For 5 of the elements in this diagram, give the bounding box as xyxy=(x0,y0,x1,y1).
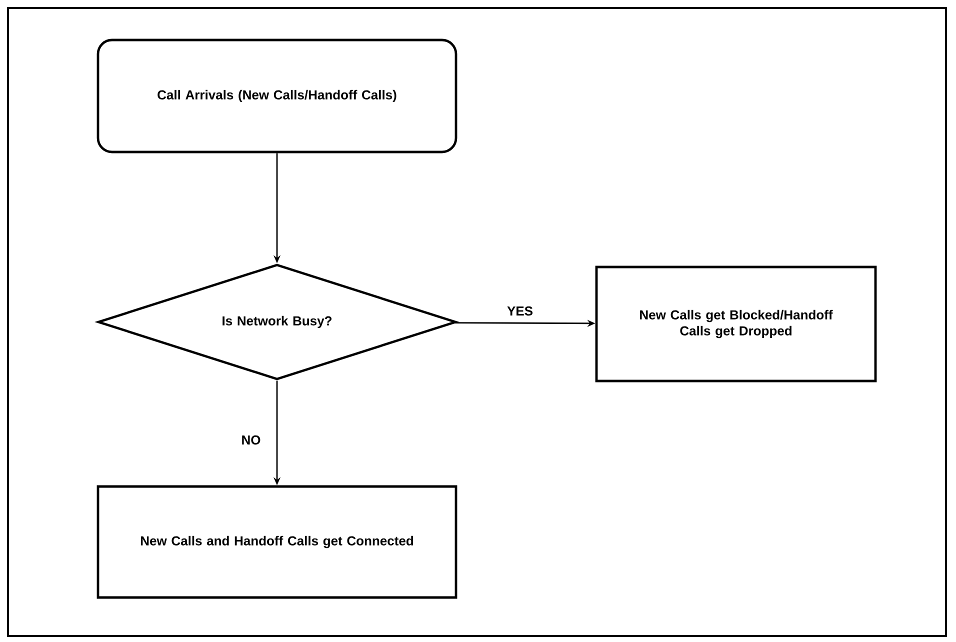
edge-label: YES xyxy=(506,305,534,317)
process-box: New Calls get Blocked/Handoff Calls get Dropped xyxy=(595,266,877,382)
edge-label: NO xyxy=(240,434,262,446)
process-box: New Calls and Handoff Calls get Connected xyxy=(96,485,458,599)
start-box: Call Arrivals (New Calls/Handoff Calls) xyxy=(96,38,458,154)
